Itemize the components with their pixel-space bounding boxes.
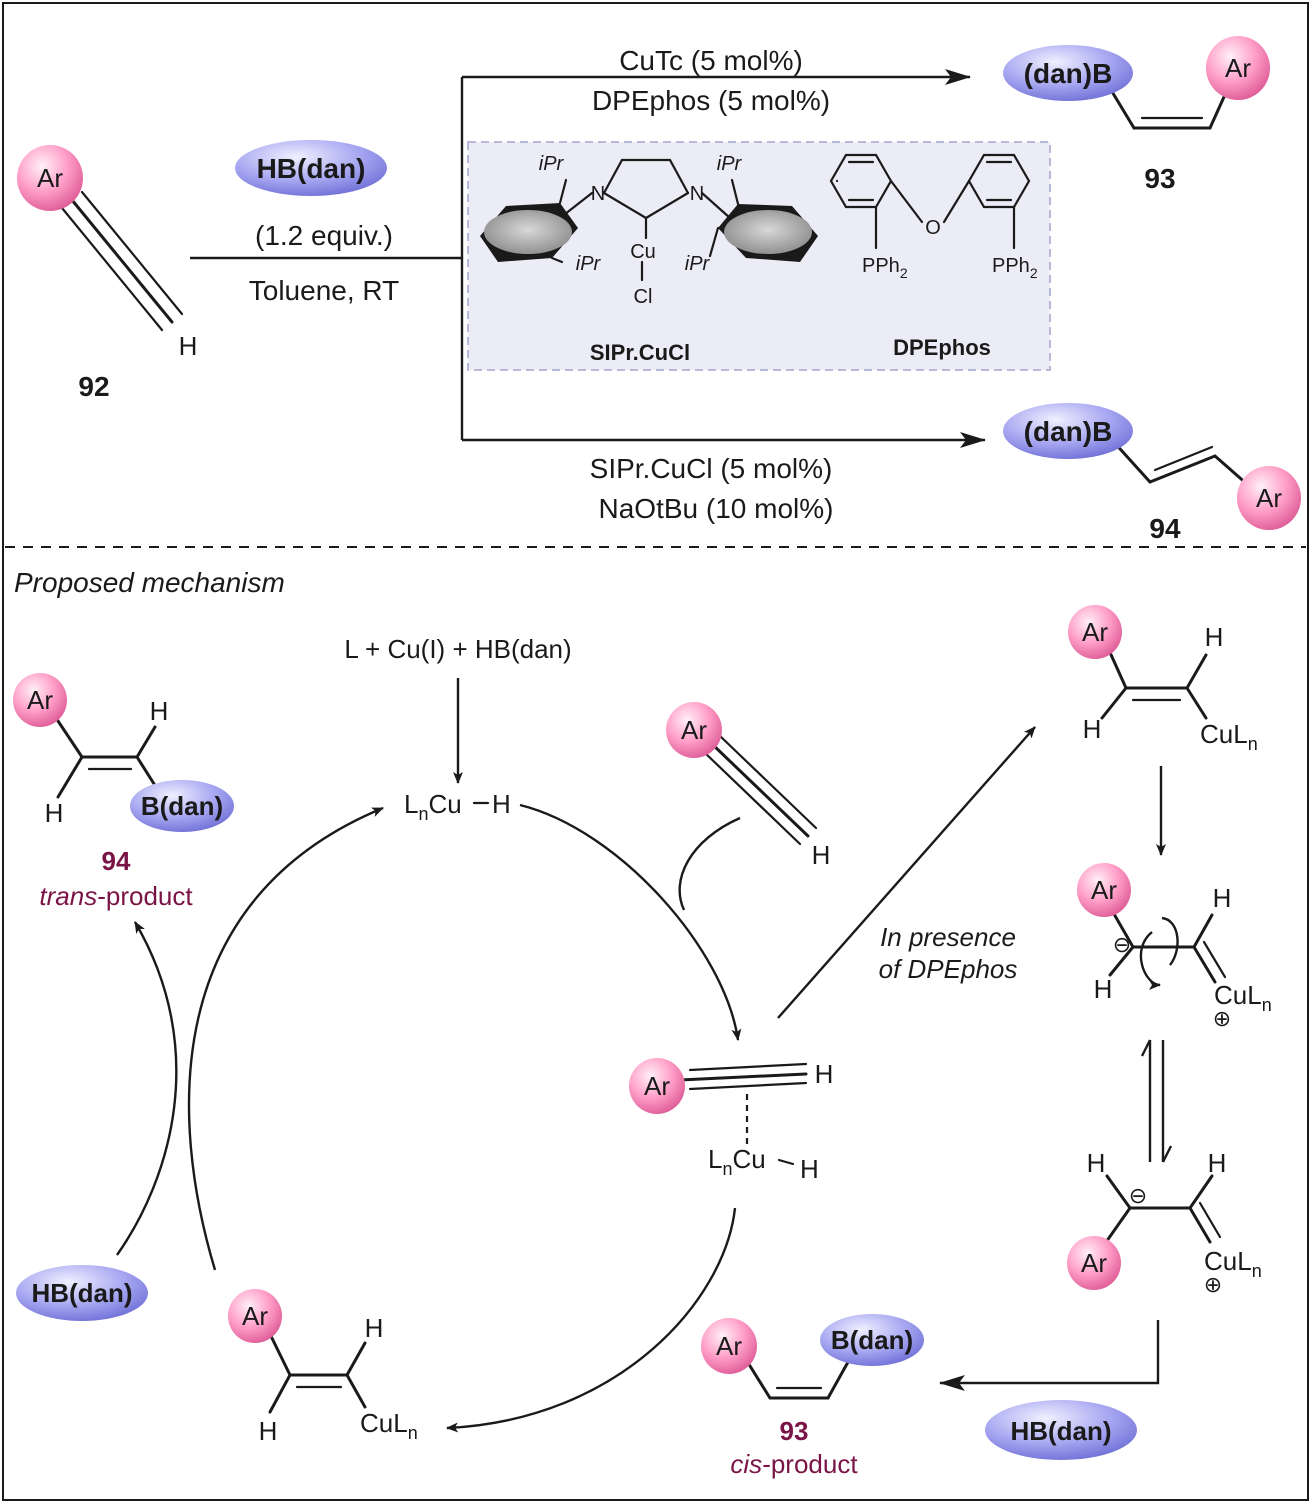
trans-product-94: Ar H H B(dan) 94 trans-product <box>13 673 234 911</box>
vinyl-copper-top-right: Ar H H CuLn <box>1068 605 1258 754</box>
presence-label-2: of DPEphos <box>879 954 1018 984</box>
ar-label: Ar <box>1225 53 1251 83</box>
alkyne-pi-complex: Ar H LnCu H <box>629 1058 833 1184</box>
culn-label: CuLn <box>1204 1246 1262 1281</box>
lncu-label: LnCu <box>708 1144 766 1179</box>
h-label: H <box>815 1059 834 1089</box>
ipr-label: iPr <box>685 253 711 275</box>
reagent-hbdan-bottom: HB(dan) <box>985 1400 1137 1460</box>
reagent-solvent: Toluene, RT <box>249 275 399 306</box>
minus-charge: ⊖ <box>1129 1183 1147 1208</box>
o-label: O <box>925 217 941 239</box>
alkyne-substrate: Ar H <box>666 702 830 870</box>
h-label: H <box>492 789 511 819</box>
dpephos-structure: O PPh2 PPh2 DPEphos <box>829 153 1038 360</box>
h-label: H <box>1094 974 1113 1004</box>
zwitterion-rotation: Ar ⊖ H H CuLn ⊕ <box>1077 863 1272 1031</box>
n-right-label: N <box>690 183 704 205</box>
h-label: H <box>179 331 198 361</box>
ipr-label: iPr <box>717 153 743 175</box>
cis-product-93: Ar B(dan) 93 cis-product <box>701 1314 924 1479</box>
trans-product-label: trans-product <box>39 881 193 911</box>
minus-charge: ⊖ <box>1113 932 1131 957</box>
final-step-arrow <box>939 1320 1160 1391</box>
ar-label: Ar <box>681 715 707 745</box>
lncu-label: LnCu <box>404 789 462 824</box>
h-label: H <box>1205 622 1224 652</box>
ar-ball <box>17 145 83 211</box>
pph2-label: PPh2 <box>992 255 1038 281</box>
compound-number-93: 93 <box>1144 163 1175 194</box>
h-label: H <box>1208 1148 1227 1178</box>
h-label: H <box>365 1313 384 1343</box>
ar-label: Ar <box>1081 1248 1107 1278</box>
cis-product-number: 93 <box>780 1416 809 1446</box>
ipr-label: iPr <box>576 253 602 275</box>
equilibrium-arrows <box>1140 1039 1173 1163</box>
cu-label: Cu <box>630 241 656 263</box>
h-label: H <box>812 840 831 870</box>
culn-label: CuLn <box>1214 980 1272 1015</box>
bdan-label: B(dan) <box>141 791 223 821</box>
bottom-condition-2: NaOtBu (10 mol%) <box>599 493 834 524</box>
ar-label: Ar <box>242 1301 268 1331</box>
cis-product-label: cis-product <box>730 1449 858 1479</box>
vinyl-copper-bottom: Ar H H CuLn <box>228 1289 418 1446</box>
trans-product-number: 94 <box>102 846 131 876</box>
ar-label: Ar <box>644 1071 670 1101</box>
h-label: H <box>259 1416 278 1446</box>
ar-label: Ar <box>37 163 63 193</box>
top-condition-1: CuTc (5 mol%) <box>619 45 803 76</box>
sipr-cucl-name: SIPr.CuCl <box>590 340 690 365</box>
pph2-label: PPh2 <box>862 255 908 281</box>
h-label: H <box>150 696 169 726</box>
presence-label-1: In presence <box>880 922 1016 952</box>
reagent-hbdan-left: HB(dan) <box>16 1265 148 1321</box>
cl-label: Cl <box>634 286 653 308</box>
branch-arrows <box>190 69 986 448</box>
compound-94-top: (dan)B Ar 94 <box>1003 403 1301 544</box>
h-label: H <box>45 798 64 828</box>
ar-label: Ar <box>1091 875 1117 905</box>
culn-label: CuLn <box>360 1408 418 1443</box>
ar-label: Ar <box>27 685 53 715</box>
lncu-h-catalyst: LnCu H <box>404 789 511 824</box>
h-label: H <box>1083 714 1102 744</box>
reagent-equiv: (1.2 equiv.) <box>255 220 393 251</box>
hbdan-label: HB(dan) <box>257 153 366 184</box>
n-left-label: N <box>591 183 605 205</box>
ar-label: Ar <box>1256 483 1282 513</box>
culn-label: CuLn <box>1200 719 1258 754</box>
hbdan-label: HB(dan) <box>31 1278 132 1308</box>
bdan-label: B(dan) <box>831 1325 913 1355</box>
danb-label: (dan)B <box>1024 58 1113 89</box>
zwitterion-cis: H ⊖ H Ar CuLn ⊕ <box>1067 1148 1262 1297</box>
mechanism-title: Proposed mechanism <box>14 567 285 598</box>
reagent-hbdan-top: HB(dan) (1.2 equiv.) Toluene, RT <box>235 140 399 306</box>
h-label: H <box>1087 1148 1106 1178</box>
catalytic-cycle <box>116 726 1036 1433</box>
danb-label: (dan)B <box>1024 416 1113 447</box>
top-condition-2: DPEphos (5 mol%) <box>592 85 830 116</box>
compound-number-92: 92 <box>78 371 109 402</box>
plus-charge: ⊕ <box>1204 1272 1222 1297</box>
ligand-box: N N Cu Cl iPr iPr iPr iPr SIPr.CuCl O PP… <box>467 141 1051 371</box>
dpephos-name: DPEphos <box>893 335 991 360</box>
plus-charge: ⊕ <box>1213 1006 1231 1031</box>
initiation-reagents: L + Cu(I) + HB(dan) <box>344 634 571 664</box>
compound-number-94: 94 <box>1149 513 1181 544</box>
h-label: H <box>800 1154 819 1184</box>
compound-92: Ar H 92 <box>17 145 197 402</box>
hbdan-label: HB(dan) <box>1010 1416 1111 1446</box>
ar-label: Ar <box>1082 617 1108 647</box>
compound-93-top: (dan)B Ar 93 <box>1003 36 1270 194</box>
ar-label: Ar <box>716 1331 742 1361</box>
sipr-cucl-structure: N N Cu Cl iPr iPr iPr iPr SIPr.CuCl <box>480 153 818 365</box>
ipr-label: iPr <box>539 153 565 175</box>
h-label: H <box>1213 883 1232 913</box>
bottom-condition-1: SIPr.CuCl (5 mol%) <box>590 453 833 484</box>
